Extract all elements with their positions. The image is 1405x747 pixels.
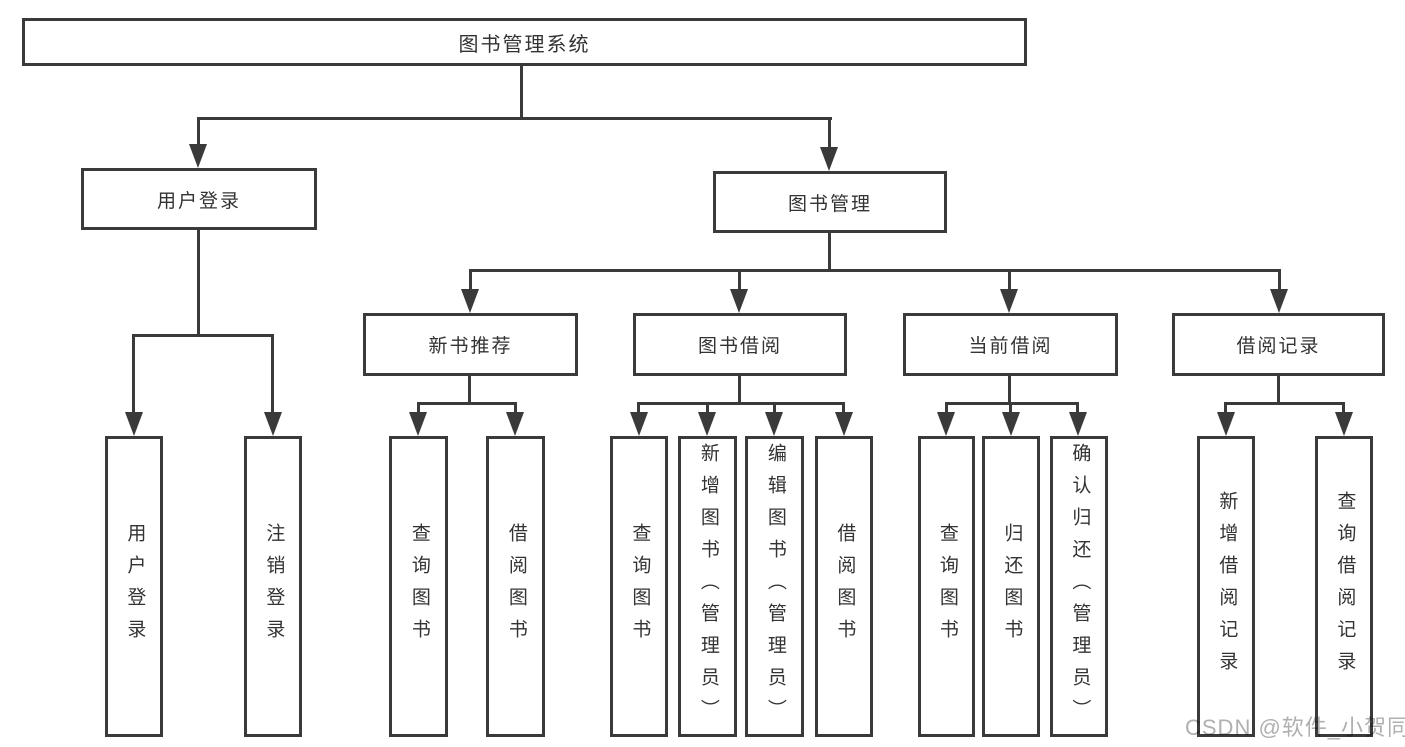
arrow-down-icon: [264, 412, 282, 436]
node-library-system: 图书管理系统: [22, 18, 1027, 66]
node-leaf-user-login: 用户登录: [105, 436, 163, 737]
node-leaf-add-borrow-record: 新增借阅记录: [1197, 436, 1255, 737]
connector-line: [1009, 402, 1012, 414]
connector-line: [514, 402, 517, 414]
arrow-down-icon: [506, 412, 524, 436]
connector-line: [738, 376, 741, 405]
connector-line: [706, 402, 709, 414]
node-book-borrowing: 图书借阅: [633, 313, 847, 376]
node-leaf-add-books-admin: 新增图书（管理员）: [678, 436, 737, 737]
arrow-down-icon: [630, 412, 648, 436]
connector-line: [469, 269, 472, 291]
node-book-management: 图书管理: [713, 171, 947, 233]
connector-line: [469, 269, 1281, 272]
node-label: 借阅图书: [834, 522, 856, 651]
arrow-down-icon: [820, 147, 838, 171]
node-leaf-logout: 注销登录: [244, 436, 302, 737]
arrow-down-icon: [765, 412, 783, 436]
node-leaf-query-borrow-record: 查询借阅记录: [1315, 436, 1373, 737]
connector-line: [637, 402, 845, 405]
connector-line: [197, 117, 832, 120]
node-label: 注销登录: [263, 522, 285, 651]
connector-line: [1008, 376, 1011, 405]
node-label: 编辑图书（管理员）: [764, 442, 786, 731]
connector-line: [945, 402, 948, 414]
connector-line: [1278, 269, 1281, 291]
arrow-down-icon: [461, 289, 479, 313]
connector-line: [1277, 376, 1280, 405]
node-borrowing-records: 借阅记录: [1172, 313, 1385, 376]
arrow-down-icon: [189, 144, 207, 168]
node-label: 新书推荐: [428, 336, 513, 357]
node-user-login: 用户登录: [81, 168, 317, 230]
node-new-book-recommend: 新书推荐: [363, 313, 578, 376]
connector-line: [132, 334, 274, 337]
arrow-down-icon: [1002, 412, 1020, 436]
connector-line: [417, 402, 516, 405]
connector-line: [1224, 402, 1345, 405]
node-leaf-borrowing-borrow-books: 借阅图书: [815, 436, 873, 737]
connector-line: [271, 334, 274, 416]
node-label: 用户登录: [156, 190, 241, 212]
node-label: 图书管理系统: [458, 33, 591, 56]
connector-line: [842, 402, 845, 414]
connector-line: [1342, 402, 1345, 414]
arrow-down-icon: [698, 412, 716, 436]
arrow-down-icon: [409, 412, 427, 436]
node-label: 当前借阅: [968, 336, 1053, 357]
node-label: 图书管理: [787, 193, 872, 215]
connector-line: [1008, 269, 1011, 291]
arrow-down-icon: [730, 289, 748, 313]
connector-line: [945, 402, 1079, 405]
node-label: 图书借阅: [697, 336, 782, 357]
node-leaf-return-books: 归还图书: [982, 436, 1040, 737]
connector-line: [1076, 402, 1079, 414]
arrow-down-icon: [1069, 412, 1087, 436]
node-leaf-borrowing-query-books: 查询图书: [610, 436, 668, 737]
connector-line: [828, 233, 831, 271]
node-label: 用户登录: [124, 522, 146, 651]
arrow-down-icon: [937, 412, 955, 436]
connector-line: [828, 117, 831, 149]
node-label: 查询图书: [408, 522, 430, 651]
arrow-down-icon: [835, 412, 853, 436]
arrow-down-icon: [1335, 412, 1353, 436]
node-label: 新增图书（管理员）: [697, 442, 719, 731]
connector-line: [197, 230, 200, 337]
arrow-down-icon: [125, 412, 143, 436]
node-leaf-recommend-query-books: 查询图书: [389, 436, 448, 737]
connector-line: [468, 376, 471, 405]
connector-line: [197, 117, 200, 146]
connector-line: [773, 402, 776, 414]
node-label: 查询图书: [936, 522, 958, 651]
node-label: 查询借阅记录: [1334, 490, 1356, 683]
node-label: 借阅图书: [505, 522, 527, 651]
node-leaf-recommend-borrow-books: 借阅图书: [486, 436, 545, 737]
arrow-down-icon: [1270, 289, 1288, 313]
connector-line: [417, 402, 420, 414]
connector-line: [637, 402, 640, 414]
arrow-down-icon: [1000, 289, 1018, 313]
node-leaf-edit-books-admin: 编辑图书（管理员）: [745, 436, 804, 737]
node-label: 新增借阅记录: [1216, 490, 1238, 683]
node-label: 归还图书: [1001, 522, 1023, 651]
node-leaf-current-query-books: 查询图书: [918, 436, 975, 737]
connector-line: [520, 66, 523, 119]
node-leaf-confirm-return-admin: 确认归还（管理员）: [1050, 436, 1108, 737]
node-current-borrowing: 当前借阅: [903, 313, 1118, 376]
node-label: 借阅记录: [1236, 336, 1321, 357]
connector-line: [132, 334, 135, 416]
csdn-watermark: CSDN @软件_小贺同学: [1185, 715, 1405, 740]
arrow-down-icon: [1217, 412, 1235, 436]
node-label: 查询图书: [629, 522, 651, 651]
connector-line: [738, 269, 741, 291]
connector-line: [1224, 402, 1227, 414]
node-label: 确认归还（管理员）: [1069, 442, 1091, 731]
